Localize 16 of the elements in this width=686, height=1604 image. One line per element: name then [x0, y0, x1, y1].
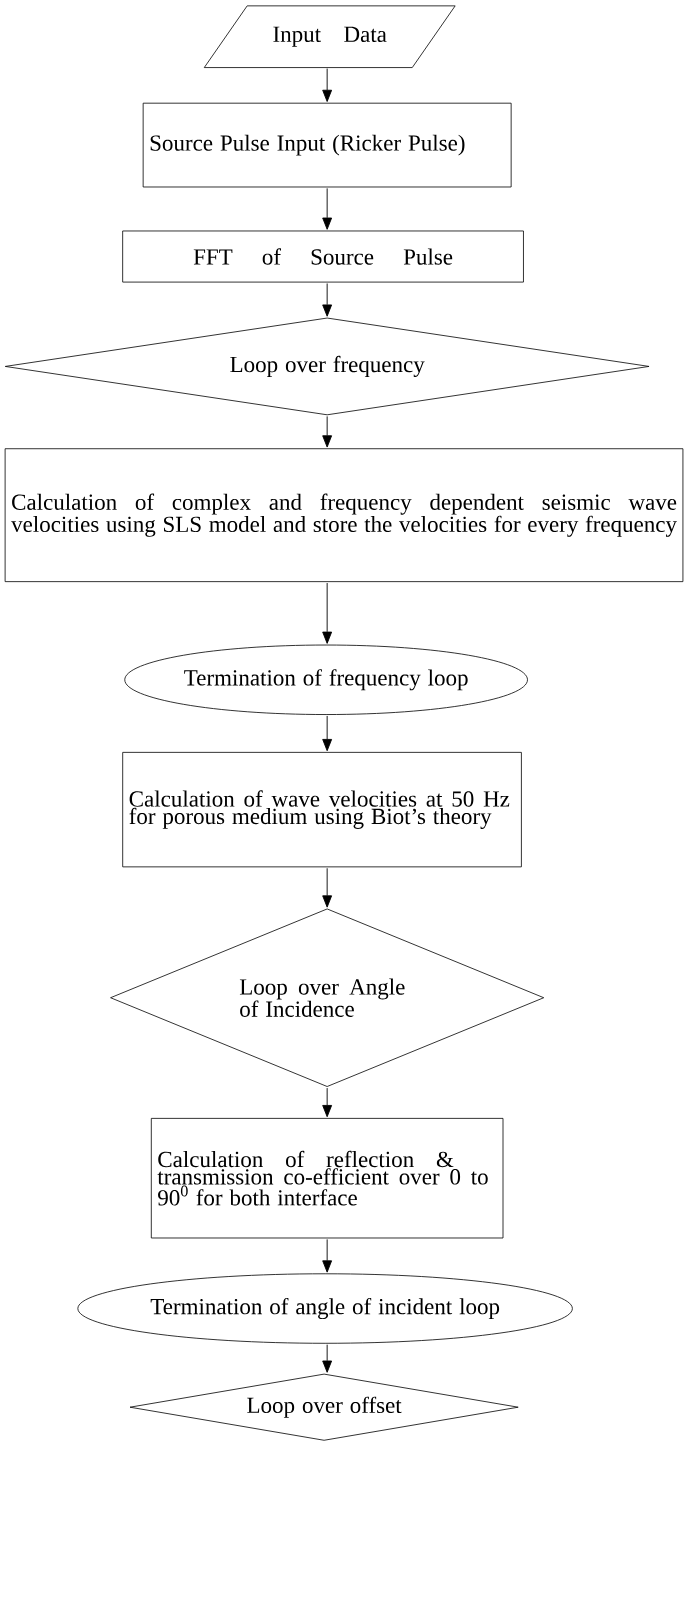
arrow	[322, 582, 333, 644]
process-box: Calculation of reflection & transmission co-efficient over 0 to 90$^{0}$ for both interface	[150, 1118, 504, 1239]
input-parallelogram: Input Data	[203, 5, 456, 68]
process-box: Calculation of wave velocities at 50 Hz for porous medium using Biot’s theory	[122, 751, 522, 868]
arrow	[322, 867, 333, 908]
process-box: Calculation of complex and frequency dependent seismic wave velocities using SLS model and store the velocities for every frequency	[4, 448, 684, 583]
arrow	[322, 1344, 333, 1373]
arrow	[322, 283, 333, 317]
process-box: Source Pulse Input (Ricker Pulse)	[142, 102, 512, 188]
arrow	[322, 1238, 333, 1273]
arrow	[322, 415, 333, 448]
arrow	[322, 68, 333, 102]
arrow	[322, 187, 333, 230]
process-box: FFT of Source Pulse	[122, 230, 524, 283]
arrow	[322, 715, 333, 752]
arrow	[322, 1087, 333, 1118]
